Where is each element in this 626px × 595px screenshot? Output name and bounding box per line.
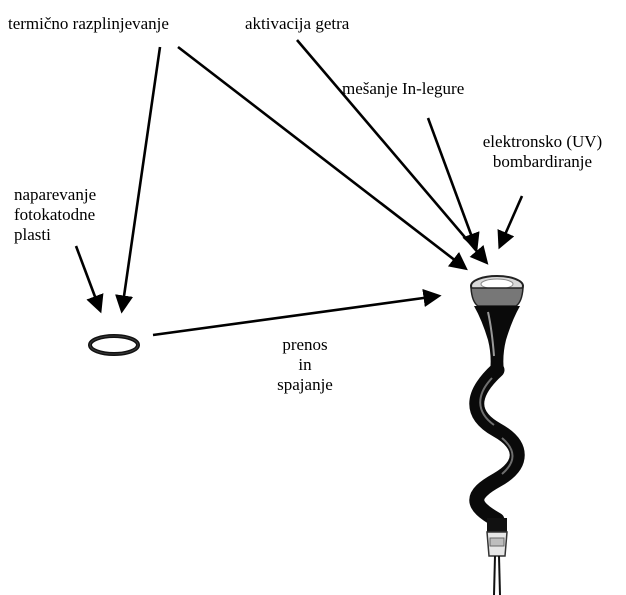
label-photocathode-deposition-line-1: naparevanje <box>14 185 96 205</box>
arrow-getter-to-tube <box>297 40 486 262</box>
photocathode-ring <box>90 336 138 354</box>
arrow-thermal-to-ring <box>122 47 160 310</box>
label-getter-activation: aktivacija getra <box>245 14 349 34</box>
label-transfer-line-3: spajanje <box>260 375 350 395</box>
label-transfer-line-1: prenos <box>260 335 350 355</box>
photomultiplier-tube <box>471 276 523 595</box>
arrow-ring-to-tube <box>153 296 438 335</box>
label-transfer-line-2: in <box>260 355 350 375</box>
label-electron-bombardment-line-1: elektronsko (UV) <box>470 132 615 152</box>
label-in-alloy-mixing: mešanje In-legure <box>342 79 464 99</box>
arrow-deposition-to-ring <box>76 246 100 310</box>
label-electron-bombardment-line-2: bombardiranje <box>470 152 615 172</box>
label-photocathode-deposition: naparevanje fotokatodne plasti <box>14 185 96 245</box>
arrow-electron-to-tube <box>500 196 522 246</box>
label-electron-bombardment: elektronsko (UV) bombardiranje <box>470 132 615 172</box>
label-thermal-evaporation: termično razplinjevanje <box>8 14 169 34</box>
arrow-inalloy-to-tube <box>428 118 476 248</box>
label-photocathode-deposition-line-2: fotokatodne <box>14 205 96 225</box>
label-transfer-and-bonding: prenos in spajanje <box>260 335 350 395</box>
label-photocathode-deposition-line-3: plasti <box>14 225 96 245</box>
